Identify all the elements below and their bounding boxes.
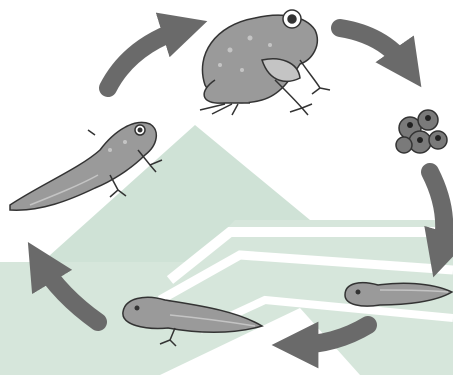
cycle-arrow-icon — [108, 28, 185, 88]
frog-eggs-icon — [396, 110, 447, 153]
adult-frog-icon — [200, 10, 330, 115]
background-mountains — [0, 125, 453, 375]
cycle-arrow-icon — [340, 28, 408, 68]
